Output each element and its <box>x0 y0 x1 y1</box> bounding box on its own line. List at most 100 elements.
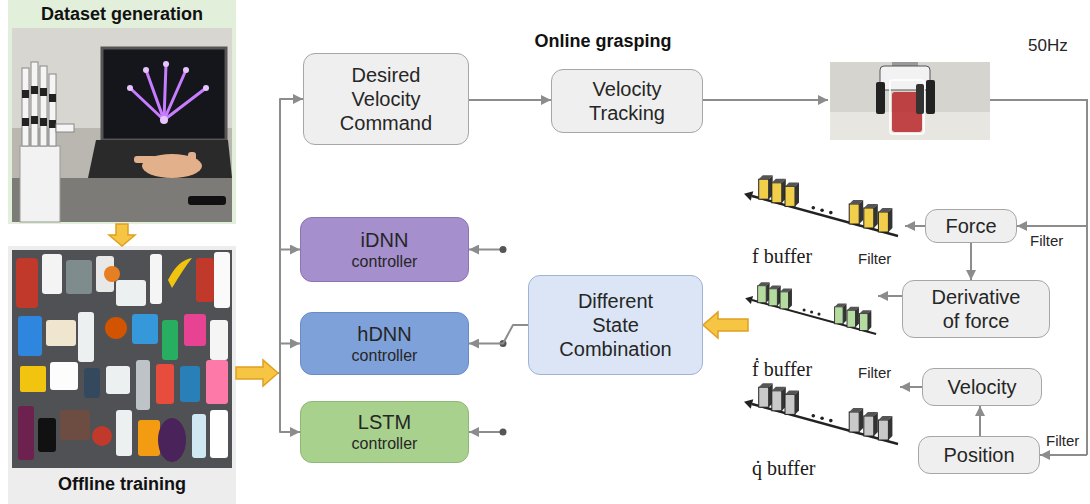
objects-photo-part <box>18 406 34 460</box>
force-rate-buffer-icon <box>745 282 876 334</box>
diagram-title: Online grasping <box>503 31 703 53</box>
process-box: LSTMcontroller <box>300 401 469 463</box>
buffer-label: q̇ buffer <box>752 456 816 480</box>
objects-photo-part <box>206 360 228 404</box>
objects-photo-part <box>78 312 94 362</box>
grasp-photo-part <box>830 62 990 140</box>
connector-line <box>900 386 922 388</box>
dataset-photo-part <box>130 64 206 120</box>
objects-photo-part <box>184 314 206 346</box>
objects-photo-part <box>66 260 92 294</box>
process-box: Position <box>918 436 1040 474</box>
dataset-photo-part <box>163 61 169 67</box>
objects-photo-part <box>106 366 130 394</box>
dataset-photo-part <box>40 66 47 146</box>
connector <box>971 243 972 280</box>
objects-photo-part <box>158 418 186 462</box>
connector <box>980 406 981 436</box>
dataset-photo-part <box>49 74 56 146</box>
connector-line <box>878 295 902 297</box>
dataset-photo-part <box>102 48 226 140</box>
thick-arrow <box>236 360 278 386</box>
dataset-photo-part <box>56 124 74 132</box>
grasp-photo-part <box>916 84 924 114</box>
connector-line <box>236 99 303 373</box>
dataset-photo-part-part <box>164 88 206 120</box>
dataset-photo-part <box>20 146 60 222</box>
process-box: Derivative of force <box>902 280 1050 338</box>
objects-photo-part <box>18 316 42 356</box>
objects-photo-part <box>50 362 78 390</box>
dataset-photo-part <box>31 62 38 146</box>
filter-label: Filter <box>1030 232 1063 250</box>
objects-photo-part <box>210 320 228 360</box>
feedback-wire-part <box>1040 454 1087 456</box>
dataset-photo-part <box>49 120 56 128</box>
feedback-wire-part <box>703 99 828 101</box>
buffer-label: ḟ buffer <box>752 357 812 381</box>
objects-photo-part <box>156 364 174 404</box>
objects-photo <box>12 250 232 468</box>
switch-contacts <box>469 246 507 436</box>
connector <box>236 99 303 386</box>
objects-photo-part <box>42 254 62 294</box>
dataset-photo-part <box>188 196 226 205</box>
connector-line <box>236 250 300 374</box>
objects-photo-part <box>192 414 206 458</box>
dataset-photo-part <box>143 67 149 73</box>
connector-line <box>970 243 972 280</box>
panel-ground <box>8 0 236 224</box>
force-buffer-icon <box>744 175 898 236</box>
objects-photo-part <box>16 258 38 308</box>
objects-photo-part <box>60 410 90 440</box>
dataset-photo-part <box>49 94 56 102</box>
panel-ground <box>8 246 236 504</box>
connector <box>236 250 300 374</box>
grasp-photo <box>830 62 990 140</box>
dataset-photo-part <box>88 140 232 178</box>
objects-photo-part <box>20 366 46 392</box>
objects-photo-part <box>116 280 146 306</box>
connector <box>900 387 922 388</box>
dataset-photo-part <box>12 28 232 222</box>
dataset-photo <box>12 28 232 222</box>
panel-band: Offline training <box>8 246 236 504</box>
process-box: Different State Combination <box>528 275 703 375</box>
objects-photo-part <box>104 266 120 282</box>
box-label: controller <box>352 346 418 365</box>
dataset-photo-part <box>22 68 29 146</box>
dataset-photo-part <box>188 152 196 166</box>
objects-photo-part <box>116 410 132 456</box>
objects-photo-part <box>196 258 214 302</box>
dataset-photo-part <box>22 90 29 98</box>
objects-photo-part <box>138 420 160 456</box>
objects-photo-part <box>214 252 230 308</box>
box-label: hDNN <box>357 322 411 346</box>
connector <box>109 224 135 246</box>
grasp-photo-part <box>890 80 924 134</box>
dataset-photo-part <box>203 85 209 91</box>
connector <box>703 312 748 338</box>
box-label: LSTM <box>358 410 411 434</box>
connector-line <box>979 406 981 436</box>
connector <box>905 226 925 227</box>
box-label: controller <box>352 252 418 271</box>
switch-contacts-part <box>469 249 500 251</box>
connector-line <box>905 225 925 227</box>
dataset-photo-part <box>31 116 38 124</box>
box-label: Desired Velocity Command <box>321 63 451 135</box>
dataset-photo-part <box>22 118 29 126</box>
filter-label: Filter <box>858 250 891 268</box>
objects-photo-part <box>162 320 178 360</box>
box-label: Derivative of force <box>926 285 1026 333</box>
grasp-photo-part <box>876 82 885 114</box>
connector-line <box>469 99 551 101</box>
objects-photo-part <box>150 254 162 304</box>
switch-contacts-part <box>500 429 507 436</box>
objects-photo-part <box>84 368 100 398</box>
thick-arrow <box>703 312 748 338</box>
process-box: Velocity Tracking <box>551 69 703 133</box>
